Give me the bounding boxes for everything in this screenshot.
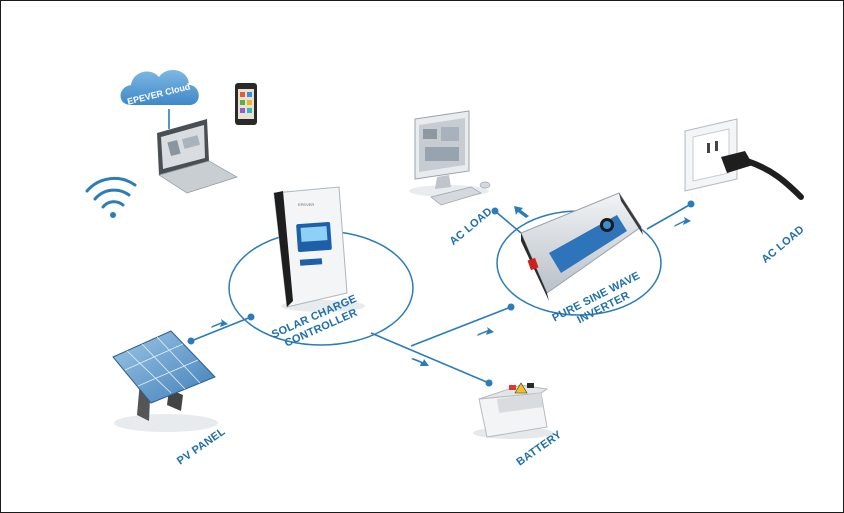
svg-text:EPEVER: EPEVER xyxy=(298,202,314,207)
arrow-icon xyxy=(477,327,494,336)
ac-load-socket-label: AC LOAD xyxy=(759,224,806,266)
pv-panel-label: PV PANEL xyxy=(175,426,228,468)
ac-load-pc-label: AC LOAD xyxy=(447,206,494,248)
arrow-icon xyxy=(211,319,228,328)
charge-controller-icon: EPEVER xyxy=(273,186,365,312)
solar-panel-icon xyxy=(112,330,218,432)
line-inverter-to-socket xyxy=(646,203,692,230)
connection-lines xyxy=(168,109,692,384)
connection-dots xyxy=(187,200,695,387)
cloud-icon: EPEVER Cloud xyxy=(120,70,199,107)
line-controller-to-battery xyxy=(370,332,490,384)
wifi-icon xyxy=(85,177,137,218)
wall-socket-icon xyxy=(684,118,804,200)
arrow-icon xyxy=(514,206,529,218)
laptop-icon xyxy=(157,119,238,194)
flow-arrows xyxy=(211,206,691,366)
smartphone-icon xyxy=(235,83,257,125)
line-controller-to-inverter xyxy=(410,306,512,347)
arrow-icon xyxy=(411,358,429,366)
arrow-icon xyxy=(674,217,691,227)
desktop-computer-icon xyxy=(409,110,491,206)
inverter-icon xyxy=(520,192,643,301)
line-pv-to-controller xyxy=(190,316,252,342)
battery-icon xyxy=(473,382,553,439)
